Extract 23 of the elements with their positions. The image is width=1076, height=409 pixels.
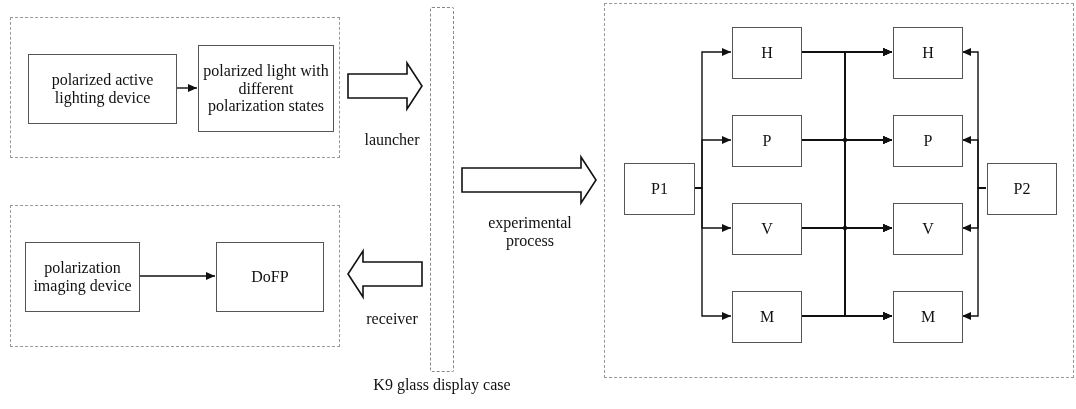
process-box: P [893,115,963,167]
process-box: P1 [624,163,695,215]
process-box: M [732,291,802,343]
process-box: P [732,115,802,167]
arrow [175,84,198,92]
block-arrow [347,248,423,300]
dashed-group-frame [10,17,340,158]
dashed-group-frame [604,3,1074,378]
process-box: H [893,27,963,79]
process-box: polarized light with different polarization states [198,45,334,132]
block-arrow [347,60,423,112]
process-box: V [732,203,802,255]
process-box: P2 [987,163,1057,215]
process-box: H [732,27,802,79]
process-box: M [893,291,963,343]
process-box: DoFP [216,242,324,312]
process-box: polarization imaging device [25,242,140,312]
block-arrow [461,154,597,206]
glass-case-bar [430,7,454,372]
dashed-group-frame [10,205,340,347]
process-box: V [893,203,963,255]
arrow [138,272,216,280]
process-box: polarized active lighting device [28,54,177,124]
